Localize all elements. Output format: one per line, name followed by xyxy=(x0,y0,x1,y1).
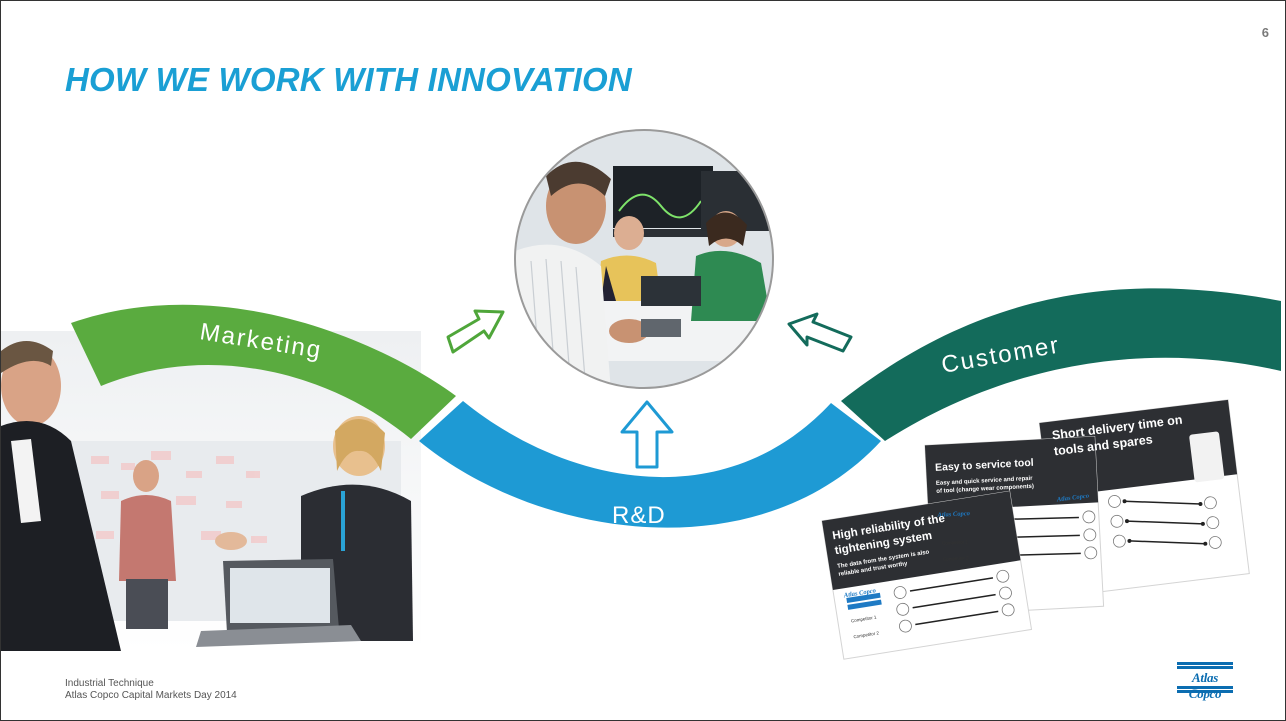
footer-event: Atlas Copco Capital Markets Day 2014 xyxy=(65,690,237,701)
arrow-up-blue-icon xyxy=(620,400,674,469)
arrow-teal-icon xyxy=(787,312,853,353)
marketing-band xyxy=(71,304,456,439)
card1-competitor1: Competitor 1 xyxy=(851,614,878,623)
rnd-label: R&D xyxy=(612,502,666,529)
card2-sub-line2: of tool (change wear components) xyxy=(936,484,1034,495)
card1-competitor2: Competitor 2 xyxy=(853,630,880,639)
logo-bar-bottom xyxy=(1177,686,1233,689)
footer: Industrial Technique Atlas Copco Capital… xyxy=(65,678,237,702)
page-number: 6 xyxy=(1261,25,1269,40)
logo-bar-bottom-2 xyxy=(1177,690,1233,693)
card2-logo: Atlas Copco xyxy=(936,510,970,519)
footer-division: Industrial Technique xyxy=(65,678,154,689)
logo-text: Atlas Copco xyxy=(1188,670,1222,701)
slide-title: HOW WE WORK WITH INNOVATION xyxy=(65,61,632,98)
card2-title: Easy to service tool xyxy=(935,457,1034,474)
rnd-band xyxy=(419,401,881,528)
arrow-green-icon xyxy=(446,309,505,354)
atlas-copco-logo: Atlas Copco xyxy=(1177,662,1233,701)
customer-band xyxy=(841,288,1281,441)
card2-competitor2: Competitor 2 xyxy=(943,555,969,561)
card2-sub-line1: Easy and quick service and repair xyxy=(936,476,1034,487)
logo-bar-top xyxy=(1177,662,1233,665)
logo-bar-top-2 xyxy=(1177,666,1233,669)
survey-card-1 xyxy=(821,490,1033,660)
card3-logo: Atlas Copco xyxy=(1055,492,1090,503)
lab-team-photo xyxy=(514,129,774,389)
card2-competitor1: Competitor 1 xyxy=(942,539,968,545)
